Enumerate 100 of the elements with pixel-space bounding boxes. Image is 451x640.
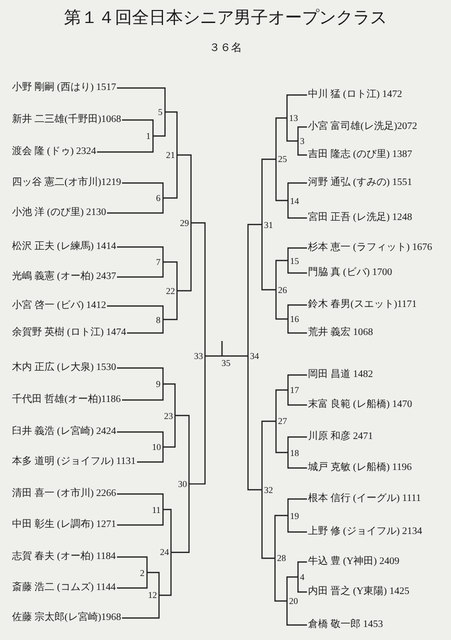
bracket-line — [225, 355, 248, 357]
bracket-line — [287, 304, 307, 319]
bracket-line — [177, 154, 192, 223]
match-number: 25 — [278, 154, 287, 164]
player-name: 四ッ谷 憲二(オ市川)1219 — [12, 177, 122, 189]
bracket-line — [127, 320, 164, 334]
match-number: 4 — [300, 572, 304, 582]
bracket-line — [107, 198, 164, 214]
match-number: 27 — [278, 416, 287, 426]
bracket-line — [287, 200, 307, 219]
bracket-line — [122, 182, 164, 198]
player-name: 中川 猛 (ロト江) 1472 — [308, 89, 402, 101]
bracket-line — [297, 561, 307, 577]
bracket-line — [177, 222, 192, 292]
match-number: 31 — [264, 220, 273, 230]
player-name: 内田 晋之 (Y東陽) 1425 — [308, 586, 410, 598]
bracket-line — [275, 421, 288, 454]
player-name: 本多 道明 (ジョイフル) 1131 — [12, 456, 136, 468]
match-number: 12 — [148, 590, 157, 600]
bracket-line — [247, 224, 262, 356]
match-number: 13 — [289, 113, 298, 123]
player-name: 小宮 富司雄(レ洗足)2072 — [308, 121, 418, 133]
match-number: 23 — [164, 410, 173, 420]
player-name: 川原 和彦 2471 — [308, 431, 373, 443]
bracket-line — [175, 414, 190, 484]
player-name: 佐藤 宗太郎(レ宮崎)1968 — [12, 612, 122, 624]
match-number: 9 — [156, 379, 160, 389]
player-name: 門脇 真 (ビバ) 1700 — [308, 267, 392, 279]
bracket-line — [287, 182, 307, 200]
bracket-line — [117, 510, 164, 526]
bracket-line — [159, 552, 172, 596]
bracket-line — [261, 490, 275, 559]
bracket-line — [97, 136, 154, 153]
bracket-line — [122, 119, 154, 136]
player-name: 清田 喜一 (オ市川) 2266 — [12, 488, 116, 500]
bracket-line — [117, 431, 164, 447]
bracket-line — [122, 595, 160, 619]
bracket-line — [287, 390, 307, 406]
bracket-line — [287, 452, 307, 469]
bracket-line — [107, 305, 164, 320]
bracket-line — [287, 374, 307, 390]
match-number: 5 — [158, 107, 162, 117]
player-name: 渡会 隆 (ドゥ) 2324 — [12, 146, 96, 158]
bracket-line — [117, 556, 148, 572]
bracket-line — [163, 290, 178, 320]
match-number: 1 — [146, 131, 150, 141]
match-number: 35 — [222, 358, 230, 368]
bracket-line — [275, 389, 288, 422]
bracket-line — [297, 577, 307, 593]
bracket-line — [153, 112, 166, 137]
match-number: 11 — [152, 504, 161, 514]
match-number: 6 — [156, 193, 160, 203]
bracket-line — [163, 508, 172, 552]
player-name: 杉本 恵一 (ラフィット) 1676 — [308, 242, 432, 254]
bracket-line — [137, 447, 164, 463]
match-number: 17 — [290, 385, 299, 395]
bracket-line — [297, 126, 307, 141]
player-name: 根本 信行 (イーグル) 1111 — [308, 493, 422, 505]
subtitle: ３６名 — [209, 42, 242, 55]
player-name: 吉田 隆志 (のび里) 1387 — [308, 149, 412, 161]
player-name: 宮田 正吾 (レ洗足) 1248 — [308, 212, 412, 224]
bracket-line — [297, 141, 307, 156]
match-number: 2 — [140, 568, 144, 578]
bracket-line — [275, 260, 288, 290]
player-name: 小野 剛嗣 (西はり) 1517 — [12, 82, 116, 94]
player-name: 鈴木 春男(スエット)1171 — [308, 299, 417, 311]
player-name: 上野 修 (ジョイフル) 2134 — [308, 526, 422, 538]
bracket-line — [286, 94, 307, 118]
match-number: 34 — [250, 351, 259, 361]
bracket-line — [287, 319, 307, 334]
match-number: 10 — [152, 442, 161, 452]
match-number: 3 — [300, 136, 304, 146]
bracket-line — [274, 514, 288, 558]
bracket-line — [287, 498, 307, 516]
match-number: 19 — [290, 510, 299, 520]
bracket-line — [247, 356, 262, 490]
bracket-line — [275, 117, 287, 160]
bracket-line — [117, 572, 148, 589]
player-name: 新井 二三雄(千野田)1068 — [12, 114, 122, 126]
player-name: 松沢 正夫 (レ練馬) 1414 — [12, 241, 116, 253]
player-name: 小宮 啓一 (ビバ) 1412 — [12, 300, 106, 312]
bracket-line — [287, 436, 307, 452]
player-name: 岡田 昌道 1482 — [308, 369, 373, 381]
bracket-line — [163, 383, 176, 416]
bracket-line — [275, 290, 288, 320]
bracket-line — [261, 158, 276, 224]
bracket-line — [117, 367, 164, 384]
bracket-line — [163, 261, 178, 291]
player-name: 城戸 克敏 (レ船橋) 1196 — [308, 462, 412, 474]
bracket-line — [286, 118, 298, 142]
bracket-line — [287, 247, 307, 260]
match-number: 33 — [194, 351, 203, 361]
bracket-line — [117, 262, 164, 278]
bracket-line — [261, 420, 276, 490]
match-number: 24 — [160, 547, 169, 558]
player-name: 牛込 豊 (Y神田) 2409 — [308, 556, 400, 568]
bracket-line — [117, 493, 164, 510]
bracket-line — [287, 260, 307, 274]
bracket-line — [191, 222, 206, 356]
match-number: 26 — [278, 284, 287, 295]
